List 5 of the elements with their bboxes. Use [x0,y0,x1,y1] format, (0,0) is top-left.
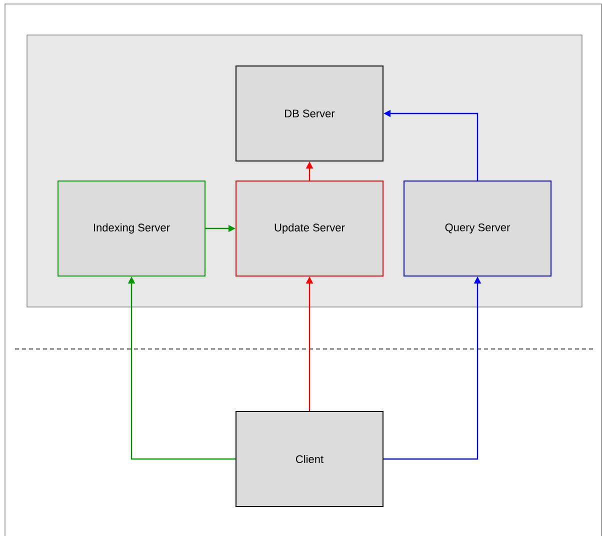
server-box: Update Server [236,180,384,276]
client-box: Client [236,411,384,507]
server-box: Query Server [404,180,552,276]
server-box: Indexing Server [58,180,206,276]
server-box: DB Server [236,66,384,162]
